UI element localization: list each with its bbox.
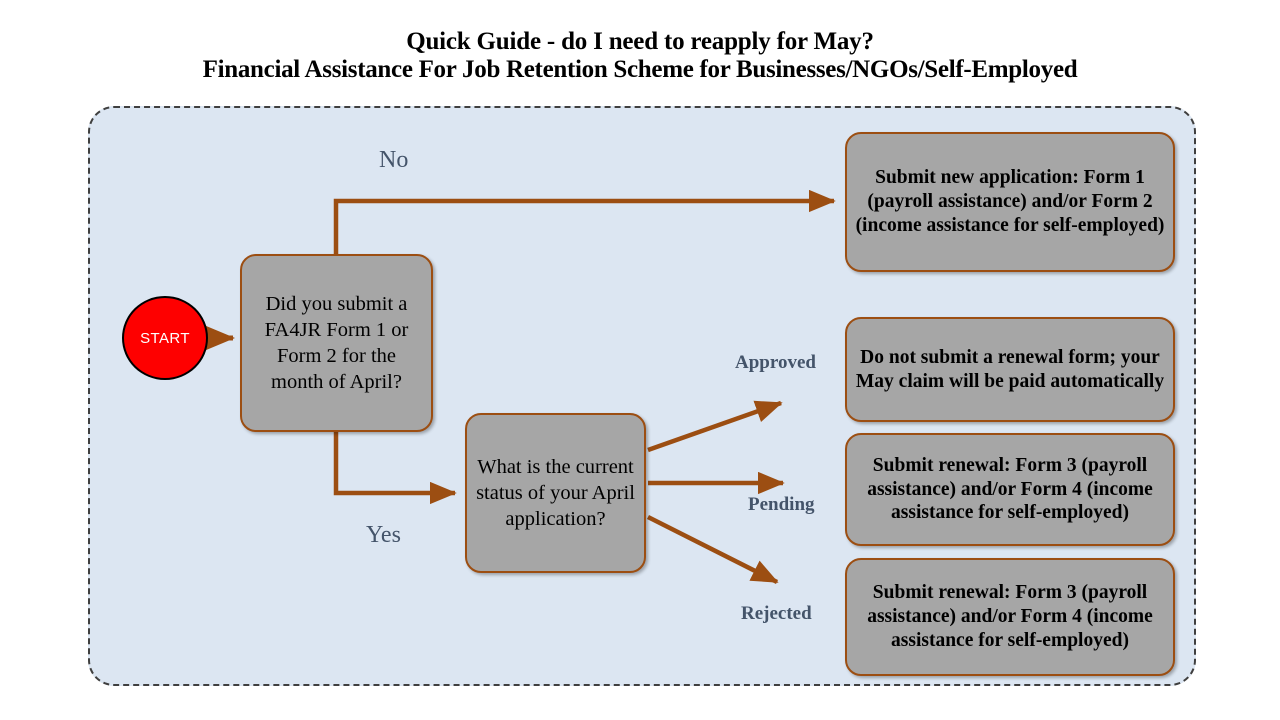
edge-label-approved: Approved [735, 352, 816, 373]
outcome-node-pending[interactable]: Submit renewal: Form 3 (payroll assistan… [845, 433, 1175, 546]
title-line-primary: Quick Guide - do I need to reapply for M… [406, 28, 874, 55]
outcome-node-approved-text: Do not submit a renewal form; your May c… [855, 346, 1165, 392]
page-title: Quick Guide - do I need to reapply for M… [0, 28, 1280, 84]
outcome-node-approved[interactable]: Do not submit a renewal form; your May c… [845, 317, 1175, 422]
title-line-secondary: Financial Assistance For Job Retention S… [202, 56, 1078, 83]
outcome-node-pending-text: Submit renewal: Form 3 (payroll assistan… [867, 454, 1153, 524]
start-node-label: START [140, 329, 190, 347]
decision-node-application-status-text: What is the current status of your April… [476, 455, 635, 531]
edge-label-no: No [379, 147, 409, 173]
edge-label-rejected: Rejected [741, 603, 812, 624]
outcome-node-rejected-text: Submit renewal: Form 3 (payroll assistan… [867, 582, 1153, 651]
decision-node-application-status[interactable]: What is the current status of your April… [465, 413, 646, 573]
outcome-node-rejected[interactable]: Submit renewal: Form 3 (payroll assistan… [845, 558, 1175, 676]
outcome-node-new-application-text: Submit new application: Form 1 (payroll … [855, 167, 1165, 236]
decision-node-april-submission[interactable]: Did you submit a FA4JR Form 1 or Form 2 … [240, 254, 433, 432]
outcome-node-new-application[interactable]: Submit new application: Form 1 (payroll … [845, 132, 1175, 272]
decision-node-april-submission-text: Did you submit a FA4JR Form 1 or Form 2 … [264, 292, 409, 394]
start-node[interactable]: START [122, 296, 208, 380]
edge-label-yes: Yes [366, 522, 401, 548]
edge-label-pending: Pending [748, 494, 815, 515]
